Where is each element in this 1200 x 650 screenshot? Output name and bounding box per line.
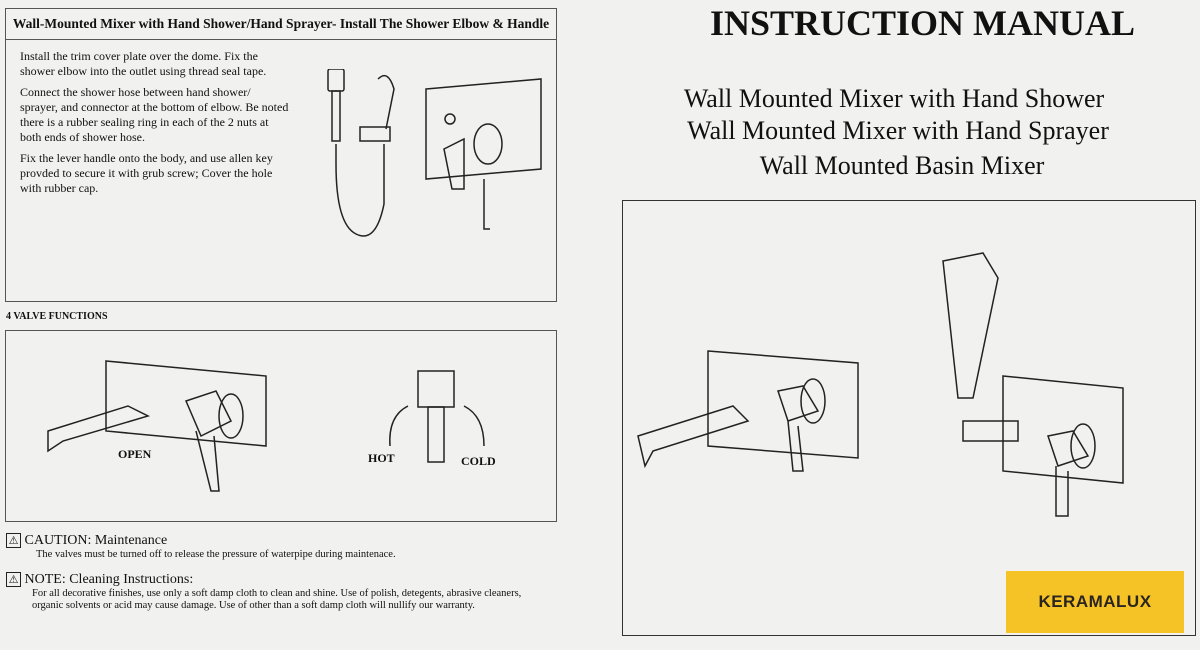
note-title: NOTE: Cleaning Instructions: [24,572,194,587]
open-label: OPEN [118,447,152,461]
subtitle-2: Wall Mounted Mixer with Hand Sprayer [687,116,1109,145]
manual-title: INSTRUCTION MANUAL [709,3,1136,43]
install-step-3: Fix the lever handle onto the body, and … [20,151,273,195]
subtitle-1: Wall Mounted Mixer with Hand Shower [683,84,1105,113]
install-section: Wall-Mounted Mixer with Hand Shower/Hand… [5,8,557,302]
subtitle-3: Wall Mounted Basin Mixer [759,151,1045,180]
note-text: For all decorative finishes, use only a … [32,588,522,611]
install-title: Wall-Mounted Mixer with Hand Shower/Hand… [6,9,556,40]
product-drawing [637,252,1124,517]
valve-functions-section: OPEN HOT COLD [5,330,557,522]
install-step-1: Install the trim cover plate over the do… [20,49,267,78]
valve-functions-title: 4 VALVE FUNCTIONS [6,311,108,322]
install-step-2: Connect the shower hose between hand sho… [20,85,289,144]
product-illustration: KERAMALUX [622,200,1196,636]
install-diagram [327,69,542,237]
brand-name: KERAMALUX [1038,592,1152,611]
cold-label: COLD [461,454,496,468]
valve-diagram [47,360,485,492]
hot-label: HOT [368,451,395,465]
warning-icon: ⚠ [6,533,21,548]
brand-badge: KERAMALUX [1006,571,1184,633]
caution-text: The valves must be turned off to release… [36,549,396,560]
caution-title: CAUTION: Maintenance [24,533,168,548]
warning-icon: ⚠ [6,572,21,587]
